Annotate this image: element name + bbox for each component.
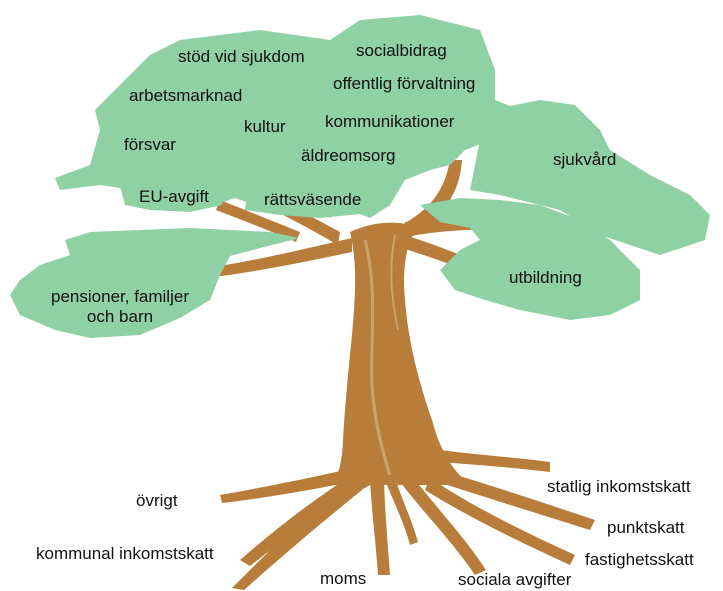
label-sjukvard: sjukvård — [553, 150, 616, 170]
label-utbildning: utbildning — [509, 268, 582, 288]
label-aldreomsorg: äldreomsorg — [301, 146, 396, 166]
label-pensioner: pensioner, familjer och barn — [30, 287, 210, 328]
label-statlig-inkomstskatt: statlig inkomstskatt — [547, 477, 691, 497]
label-fastighetsskatt: fastighetsskatt — [585, 550, 694, 570]
label-rattsvasende: rättsväsende — [264, 190, 361, 210]
label-kultur: kultur — [244, 117, 286, 137]
label-eu-avgift: EU-avgift — [139, 187, 209, 207]
label-kommunikationer: kommunikationer — [325, 112, 454, 132]
root-moms — [370, 480, 390, 575]
root-statlig — [440, 450, 550, 472]
label-arbetsmarknad: arbetsmarknad — [129, 86, 242, 106]
label-pensioner-line2: och barn — [30, 307, 210, 327]
label-punktskatt: punktskatt — [607, 518, 685, 538]
label-forsvar: försvar — [124, 135, 176, 155]
label-moms: moms — [320, 569, 366, 589]
label-socialbidrag: socialbidrag — [356, 41, 447, 61]
label-offentlig-forvaltning: offentlig förvaltning — [333, 74, 475, 94]
label-pensioner-line1: pensioner, familjer — [30, 287, 210, 307]
label-stod-vid-sjukdom: stöd vid sjukdom — [178, 47, 305, 67]
label-ovrigt: övrigt — [136, 491, 178, 511]
label-sociala-avgifter: sociala avgifter — [458, 570, 571, 590]
label-kommunal-inkomstskatt: kommunal inkomstskatt — [36, 544, 214, 564]
